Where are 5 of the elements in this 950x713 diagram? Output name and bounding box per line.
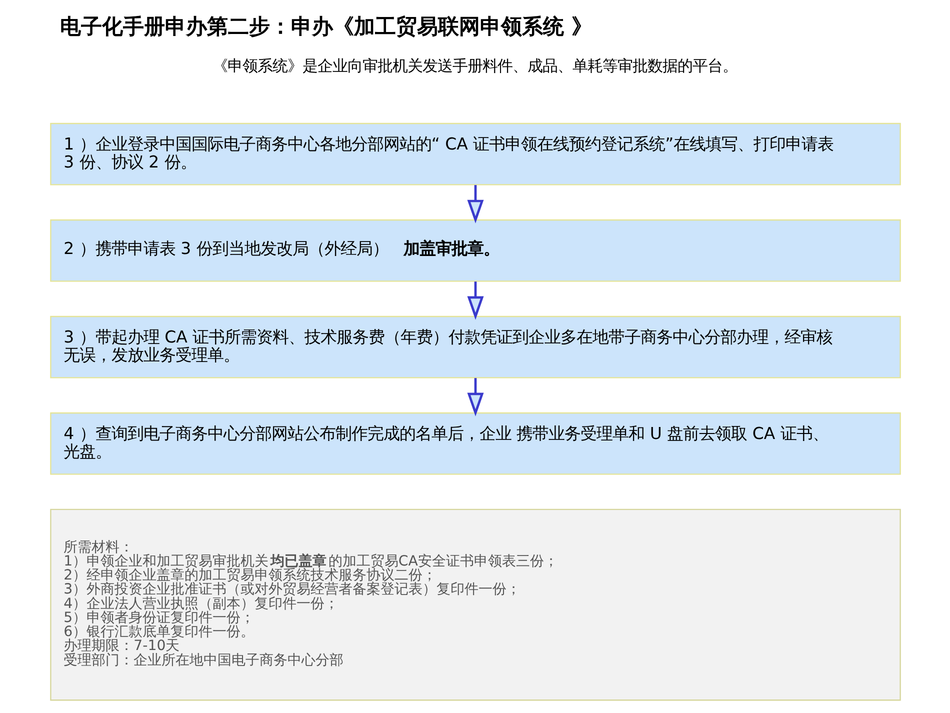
arrow [466, 282, 484, 320]
diagram-title: 电子化手册申办第二步：申办《加工贸易联网申领系统 》 [60, 13, 592, 38]
arrow [466, 185, 484, 224]
arrow [466, 378, 484, 416]
label: 《申领系统》是企业向审批机关发送手册料件、成品、单耗等审批数据的平台。 [212, 57, 738, 76]
